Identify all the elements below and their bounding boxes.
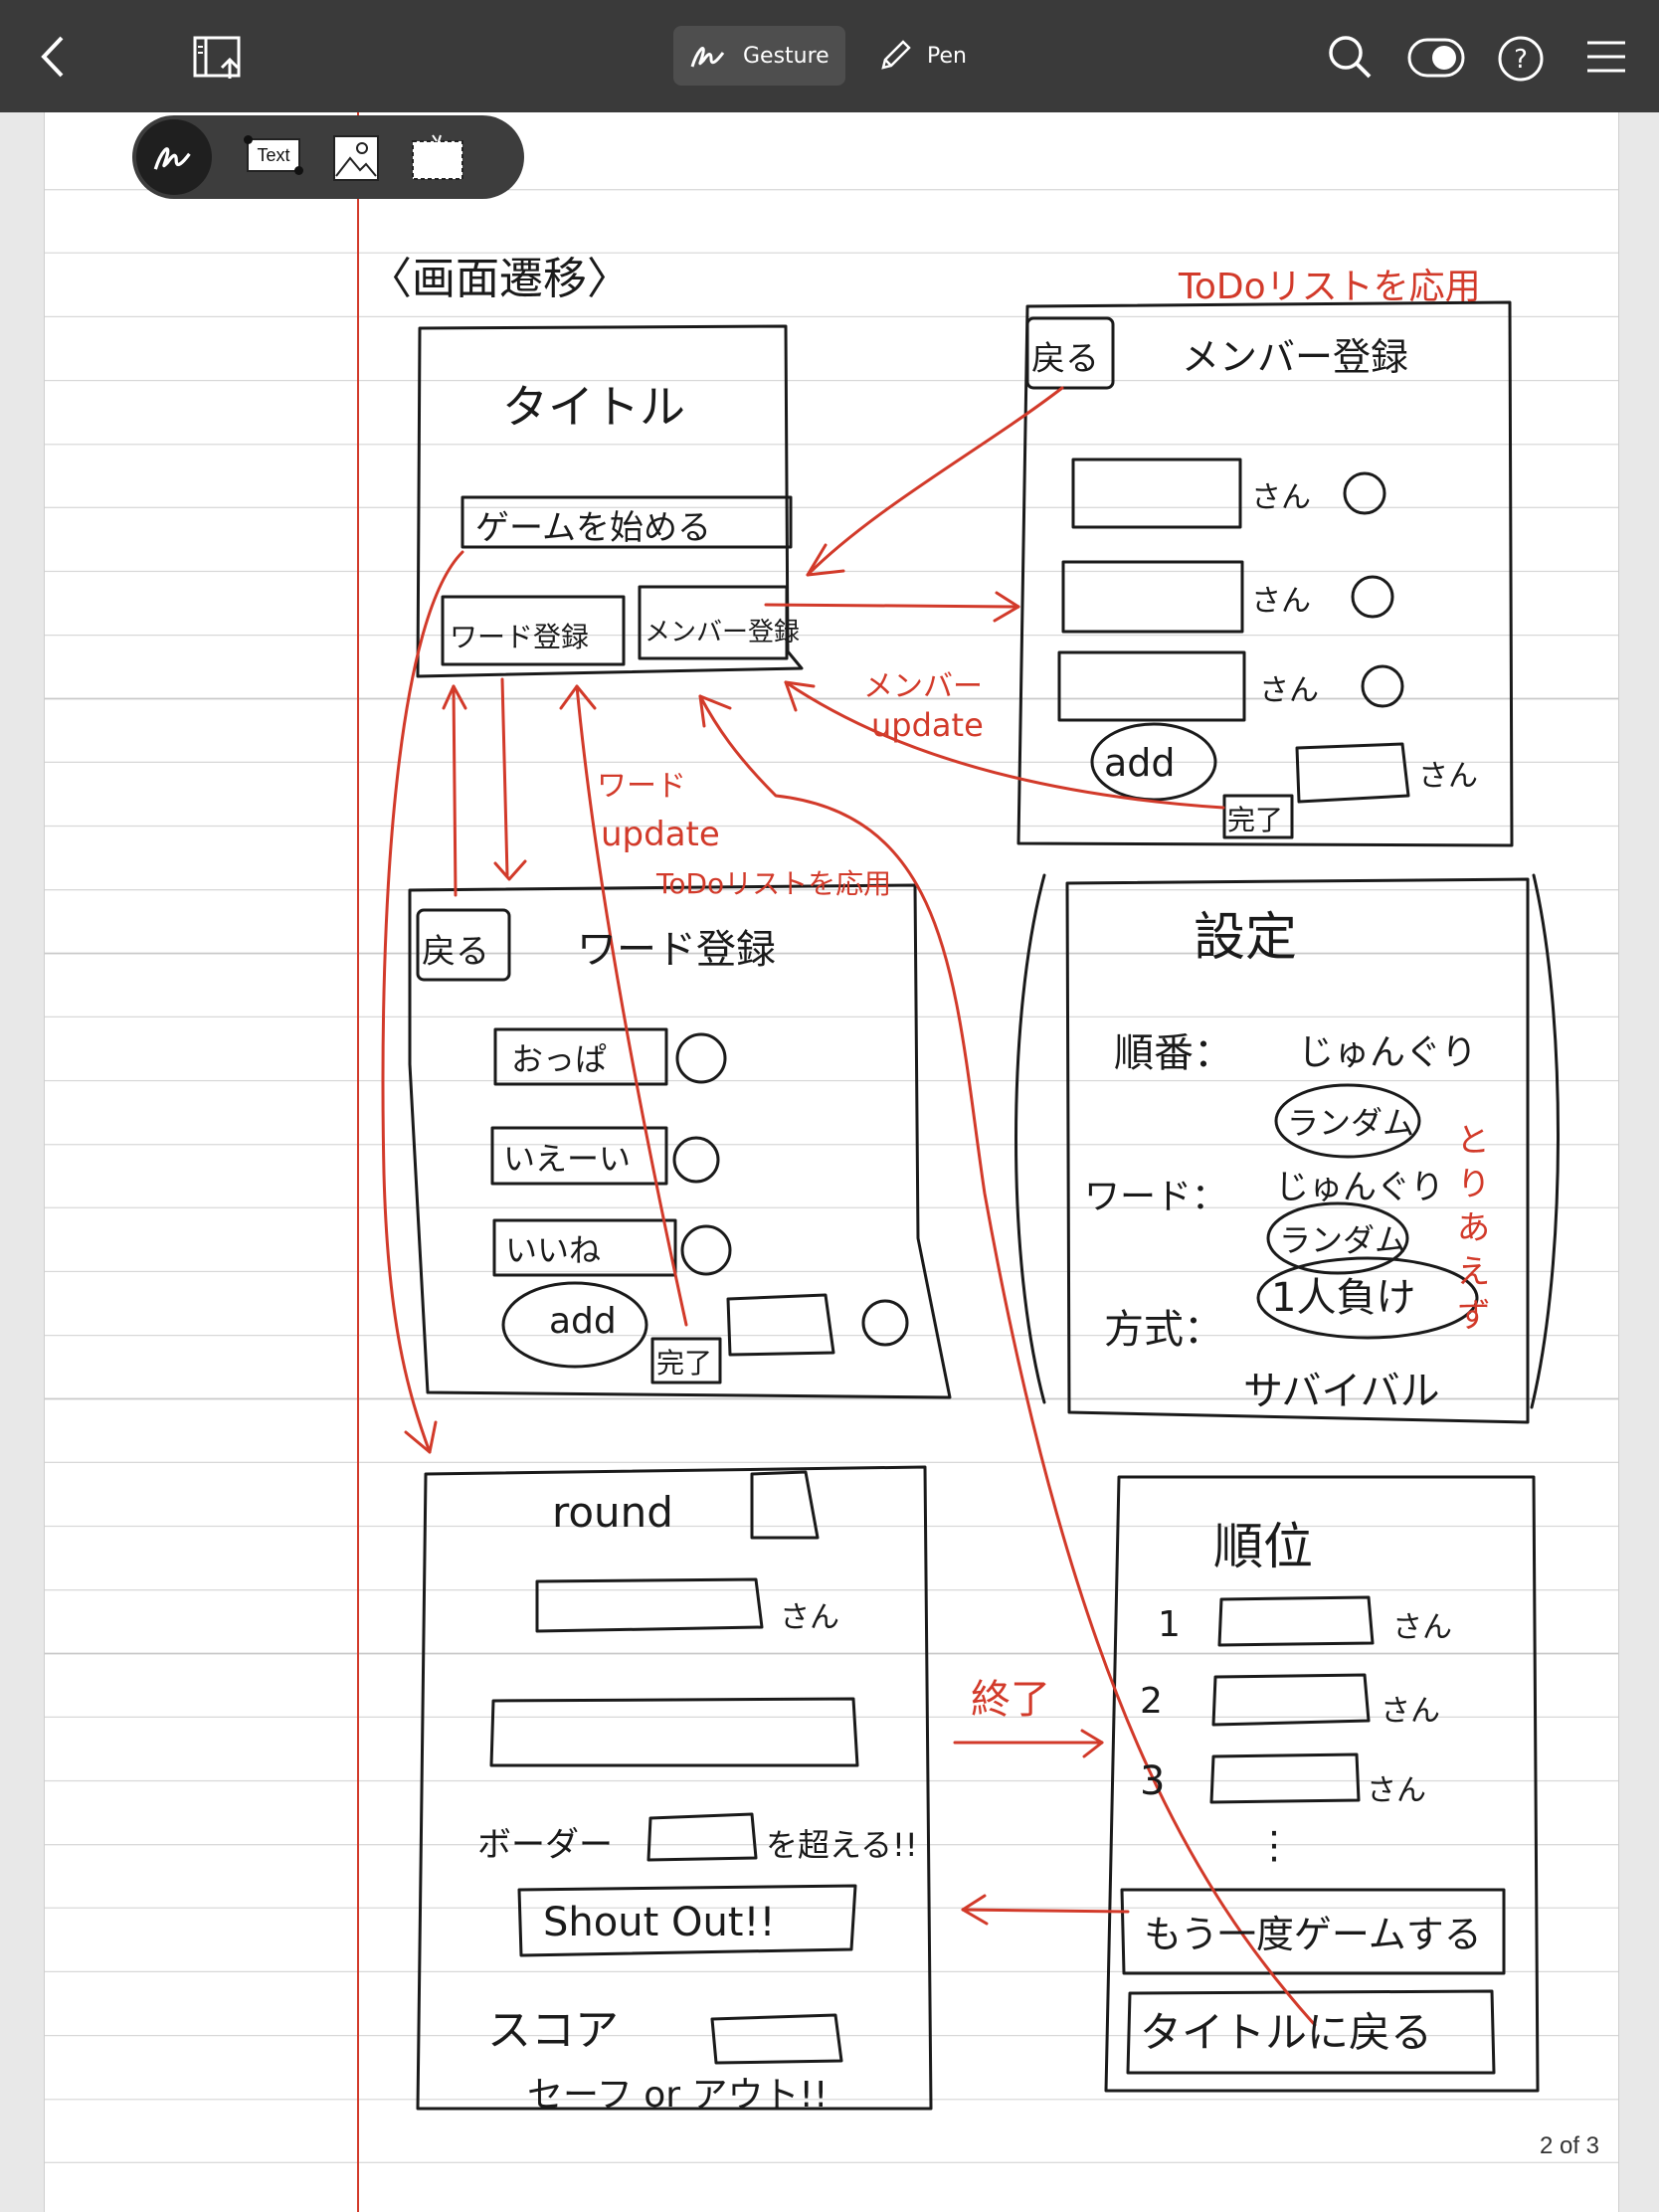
rank-3-suffix: さん	[1367, 1773, 1426, 1808]
round-result: セーフ or アウト!!	[527, 2075, 828, 2116]
page-indicator: 2 of 3	[1539, 2132, 1599, 2159]
member-screen-title: メンバー登録	[1182, 335, 1408, 379]
settings-order-value: じゅんぐり	[1298, 1032, 1477, 1073]
gesture-mode-button[interactable]: Gesture	[673, 26, 845, 86]
settings-title: 設定	[1194, 908, 1297, 968]
pen-label: Pen	[927, 43, 967, 69]
rank-1: 1	[1158, 1604, 1181, 1645]
svg-text:?: ?	[1514, 45, 1528, 75]
menu-button[interactable]	[1583, 36, 1629, 78]
text-tool[interactable]: Text	[244, 135, 303, 175]
image-icon	[333, 135, 379, 181]
chevron-left-icon	[41, 36, 64, 78]
word-back-button: 戻る	[422, 932, 489, 972]
export-icon	[193, 36, 241, 79]
word-update-label-2: update	[601, 815, 720, 854]
word-add-button: add	[549, 1301, 617, 1342]
search-button[interactable]	[1325, 32, 1375, 82]
todo-note-word: ToDoリストを応用	[655, 867, 891, 900]
settings-word-value: じゅんぐり	[1275, 1168, 1444, 1207]
round-border-suffix: を超える!!	[766, 1826, 918, 1864]
export-button[interactable]	[191, 34, 247, 82]
title-screen-title: タイトル	[502, 380, 685, 434]
play-again-button: もう一度ゲームする	[1144, 1913, 1482, 1956]
rank-2-suffix: さん	[1381, 1694, 1440, 1729]
member-back-button: 戻る	[1031, 339, 1099, 379]
start-game-button: ゲームを始める	[475, 508, 711, 548]
search-icon	[1329, 36, 1372, 79]
back-button[interactable]	[30, 32, 76, 82]
image-tool[interactable]	[331, 133, 381, 183]
gesture-tool[interactable]	[136, 119, 212, 195]
pen-icon	[881, 40, 911, 70]
rank-1-suffix: さん	[1392, 1610, 1452, 1645]
settings-mode-label: 方式：	[1104, 1307, 1223, 1353]
tool-palette: Text	[132, 115, 524, 199]
word-item-3: いいね	[505, 1231, 601, 1269]
member-add-button: add	[1104, 741, 1176, 785]
menu-icon	[1587, 41, 1625, 73]
round-border-label: ボーダー	[477, 1825, 613, 1865]
settings-side-note: とりあえず	[1450, 1122, 1490, 1341]
round-label: round	[552, 1488, 673, 1537]
shout-out-button: Shout Out!!	[543, 1900, 776, 1945]
help-button[interactable]: ?	[1496, 34, 1546, 84]
rank-3: 3	[1140, 1758, 1165, 1804]
toggle-icon	[1407, 38, 1465, 78]
pen-mode-button[interactable]: Pen	[861, 26, 983, 86]
settings-mode-value: 1人負け	[1271, 1275, 1415, 1321]
sketch-heading: 〈画面遷移〉	[368, 254, 631, 304]
settings-order-label: 順番：	[1114, 1030, 1233, 1076]
gesture-icon	[153, 147, 191, 170]
back-to-title-button: タイトルに戻る	[1140, 2008, 1432, 2057]
gesture-label: Gesture	[743, 43, 830, 69]
member-done-button: 完了	[1227, 804, 1283, 836]
member-suffix-3: さん	[1259, 673, 1319, 708]
selection-icon	[412, 134, 463, 180]
word-item-2: いえーい	[503, 1140, 631, 1178]
member-update-label-1: メンバー	[863, 669, 983, 704]
end-arrow-label: 終了	[971, 1677, 1050, 1723]
notebook-page[interactable]	[44, 112, 1619, 2212]
word-update-label-1: ワード	[597, 769, 686, 804]
word-screen-title: ワード登録	[577, 927, 776, 973]
top-toolbar: Gesture Pen ?	[0, 0, 1659, 112]
settings-order-alt: ランダム	[1287, 1104, 1414, 1142]
text-tool-label: Text	[257, 144, 290, 165]
word-register-button: ワード登録	[450, 621, 589, 653]
gesture-icon	[690, 47, 725, 68]
member-suffix-2: さん	[1251, 584, 1311, 619]
round-suffix-1: さん	[780, 1600, 839, 1635]
member-suffix-1: さん	[1251, 480, 1311, 515]
view-toggle[interactable]	[1406, 36, 1466, 80]
margin-line	[357, 112, 359, 2212]
settings-word-label: ワード：	[1084, 1177, 1227, 1217]
ranking-title: 順位	[1213, 1518, 1313, 1575]
member-suffix-4: さん	[1418, 759, 1478, 794]
help-icon: ?	[1498, 36, 1544, 82]
settings-word-alt: ランダム	[1279, 1221, 1406, 1259]
member-update-label-2: update	[871, 706, 984, 744]
member-register-button: メンバー登録	[645, 618, 800, 647]
word-item-1: おっぱ	[511, 1040, 607, 1078]
word-done-button: 完了	[656, 1347, 712, 1380]
todo-note-member: ToDoリストを応用	[1178, 267, 1481, 307]
settings-mode-alt: サバイバル	[1243, 1369, 1440, 1414]
selection-tool[interactable]	[411, 133, 464, 183]
round-score-label: スコア	[487, 2005, 619, 2056]
rank-2: 2	[1140, 1681, 1163, 1722]
ranking-ellipsis: ⋮	[1255, 1823, 1293, 1867]
